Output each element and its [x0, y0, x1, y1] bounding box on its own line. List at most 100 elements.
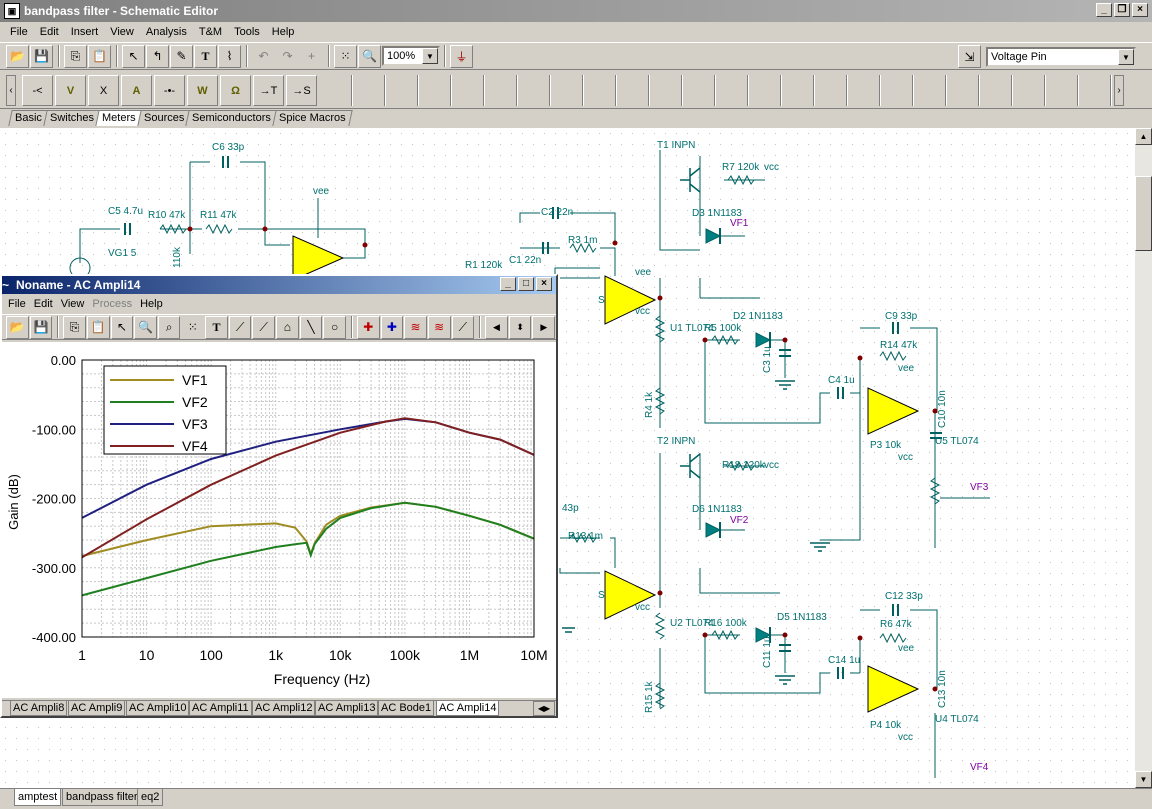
wire-select-icon[interactable]: ↰	[146, 44, 169, 68]
tab-semiconductors[interactable]: Semiconductors	[185, 110, 278, 126]
tab-ac-ampli9[interactable]: AC Ampli9	[68, 701, 126, 716]
analysis-window[interactable]: ~ Noname - AC Ampli14 _ □ × File Edit Vi…	[0, 274, 558, 718]
menu-edit[interactable]: Edit	[39, 25, 59, 38]
chart-window-icon[interactable]: ~	[2, 278, 10, 292]
voltmeter-icon[interactable]: V	[55, 75, 86, 106]
output-terminal-icon[interactable]: →T	[253, 75, 284, 106]
analysis-menu-process[interactable]: Process	[92, 298, 133, 310]
wire-tool-icon[interactable]: ⌇	[218, 44, 241, 68]
analysis-menu-help[interactable]: Help	[140, 298, 163, 310]
scroll-thumb[interactable]	[1135, 176, 1152, 251]
ammeter-icon[interactable]: A	[121, 75, 152, 106]
scroll-right-icon[interactable]: ›	[1114, 75, 1124, 106]
arrow-updown-icon[interactable]: ⬍	[508, 315, 532, 339]
wattmeter-icon[interactable]: W	[187, 75, 218, 106]
crosshair-icon[interactable]: +	[300, 44, 323, 68]
zoom-100-icon[interactable]: ⌕	[157, 315, 181, 339]
tab-meters[interactable]: Meters	[95, 110, 143, 126]
tab-basic[interactable]: Basic	[8, 110, 49, 126]
zoom-in-icon[interactable]: 🔍	[134, 315, 157, 339]
menu-tools[interactable]: Tools	[234, 25, 260, 38]
sink-terminal-icon[interactable]: →S	[286, 75, 317, 106]
tab-sources[interactable]: Sources	[136, 110, 191, 126]
analysis-title-bar[interactable]: ~ Noname - AC Ampli14 _ □ ×	[2, 276, 556, 294]
tab-ac-ampli14[interactable]: AC Ampli14	[436, 701, 500, 716]
redo-icon[interactable]: ↷	[276, 44, 299, 68]
menu-tm[interactable]: T&M	[198, 25, 223, 38]
copy-icon[interactable]: ⎘	[63, 315, 86, 339]
open-folder-icon[interactable]: 📂	[6, 44, 29, 68]
save-icon[interactable]: 💾	[29, 315, 53, 339]
analysis-close-button[interactable]: ×	[536, 277, 552, 291]
probe-icon[interactable]: ⟋	[451, 315, 475, 339]
tab-ac-ampli10[interactable]: AC Ampli10	[126, 701, 190, 716]
menu-view[interactable]: View	[110, 25, 134, 38]
paste-icon[interactable]: 📋	[86, 315, 110, 339]
menu-analysis[interactable]: Analysis	[145, 25, 187, 38]
select-arrow-icon[interactable]: ↖	[122, 44, 145, 68]
arrow-left-icon[interactable]: ◀	[485, 315, 508, 339]
tab-ac-ampli12[interactable]: AC Ampli12	[252, 701, 316, 716]
grid-icon[interactable]: ⁙	[181, 315, 205, 339]
axis-icon[interactable]: ⌂	[276, 315, 299, 339]
place-component-icon[interactable]: ⇲	[958, 45, 981, 68]
tab-spice-macros[interactable]: Spice Macros	[272, 110, 353, 126]
cursor-a-icon[interactable]: ✚	[356, 315, 380, 339]
grid-toggle-icon[interactable]: ⁙	[334, 44, 357, 68]
main-title-bar[interactable]: ▣ bandpass filter - Schematic Editor _ ❐…	[0, 0, 1152, 22]
pen-icon[interactable]: ✎	[170, 44, 193, 68]
remove-curve-icon[interactable]: ≋	[427, 315, 451, 339]
wire-probe-icon[interactable]: -•-	[154, 75, 185, 106]
scroll-up-icon[interactable]: ▲	[1135, 128, 1152, 145]
curve-label-icon[interactable]: ⟋	[228, 315, 252, 339]
circle-icon[interactable]: ○	[323, 315, 346, 339]
text-tool-icon[interactable]: T	[194, 44, 217, 68]
app-icon[interactable]: ▣	[4, 3, 20, 19]
tab-amptest[interactable]: amptest	[14, 789, 62, 806]
line-icon[interactable]: ╲	[299, 315, 323, 339]
menu-file[interactable]: File	[10, 25, 28, 38]
chevron-down-icon[interactable]: ▼	[422, 48, 438, 64]
ground-probe-icon[interactable]: -<	[22, 75, 53, 106]
save-icon[interactable]: 💾	[30, 44, 53, 68]
resistor-probe-icon[interactable]: ⏚	[450, 44, 473, 68]
schematic-vertical-scrollbar[interactable]: ▲ ▼	[1135, 128, 1152, 788]
zoom-icon[interactable]: 🔍	[358, 44, 381, 68]
add-curve-icon[interactable]: ≋	[404, 315, 427, 339]
undo-icon[interactable]: ↶	[252, 44, 275, 68]
restore-button[interactable]: ❐	[1114, 3, 1130, 17]
minimize-button[interactable]: _	[1096, 3, 1112, 17]
tab-ac-ampli13[interactable]: AC Ampli13	[315, 701, 379, 716]
tab-switches[interactable]: Switches	[43, 110, 101, 126]
scroll-left-icon[interactable]: ‹	[6, 75, 16, 106]
analysis-maximize-button[interactable]: □	[518, 277, 534, 291]
arrow-right-icon[interactable]: ▶	[532, 315, 556, 339]
tab-bandpass-filter[interactable]: bandpass filter	[62, 789, 142, 806]
tab-ac-ampli8[interactable]: AC Ampli8	[10, 701, 68, 716]
scroll-down-icon[interactable]: ▼	[1135, 771, 1152, 788]
paste-icon[interactable]: 📋	[88, 44, 111, 68]
tab-scroll-icon[interactable]: ◀▶	[533, 701, 555, 716]
text-tool-icon[interactable]: T	[205, 315, 228, 339]
curve-marker-icon[interactable]: ⟋	[252, 315, 276, 339]
current-arrow-icon[interactable]: X	[88, 75, 119, 106]
analysis-minimize-button[interactable]: _	[500, 277, 516, 291]
schematic-drawing[interactable]: C6 33p vee C5 4.7u R10 47k R11 47k VG1 5…	[0, 128, 1135, 788]
component-select[interactable]: Voltage Pin ▼	[986, 46, 1136, 67]
ohmmeter-icon[interactable]: Ω	[220, 75, 251, 106]
tab-ac-ampli11[interactable]: AC Ampli11	[189, 701, 252, 716]
tab-eq2[interactable]: eq2	[137, 789, 164, 806]
menu-insert[interactable]: Insert	[70, 25, 99, 38]
menu-help[interactable]: Help	[271, 25, 295, 38]
copy-icon[interactable]: ⎘	[64, 44, 87, 68]
close-button[interactable]: ×	[1132, 3, 1148, 17]
schematic-canvas[interactable]: C6 33p vee C5 4.7u R10 47k R11 47k VG1 5…	[0, 128, 1135, 788]
analysis-menu-edit[interactable]: Edit	[33, 298, 53, 310]
chevron-down-icon[interactable]: ▼	[1118, 48, 1134, 65]
analysis-menu-file[interactable]: File	[8, 298, 26, 310]
analysis-menu-view[interactable]: View	[60, 298, 85, 310]
select-arrow-icon[interactable]: ↖	[110, 315, 134, 339]
open-folder-icon[interactable]: 📂	[6, 315, 29, 339]
